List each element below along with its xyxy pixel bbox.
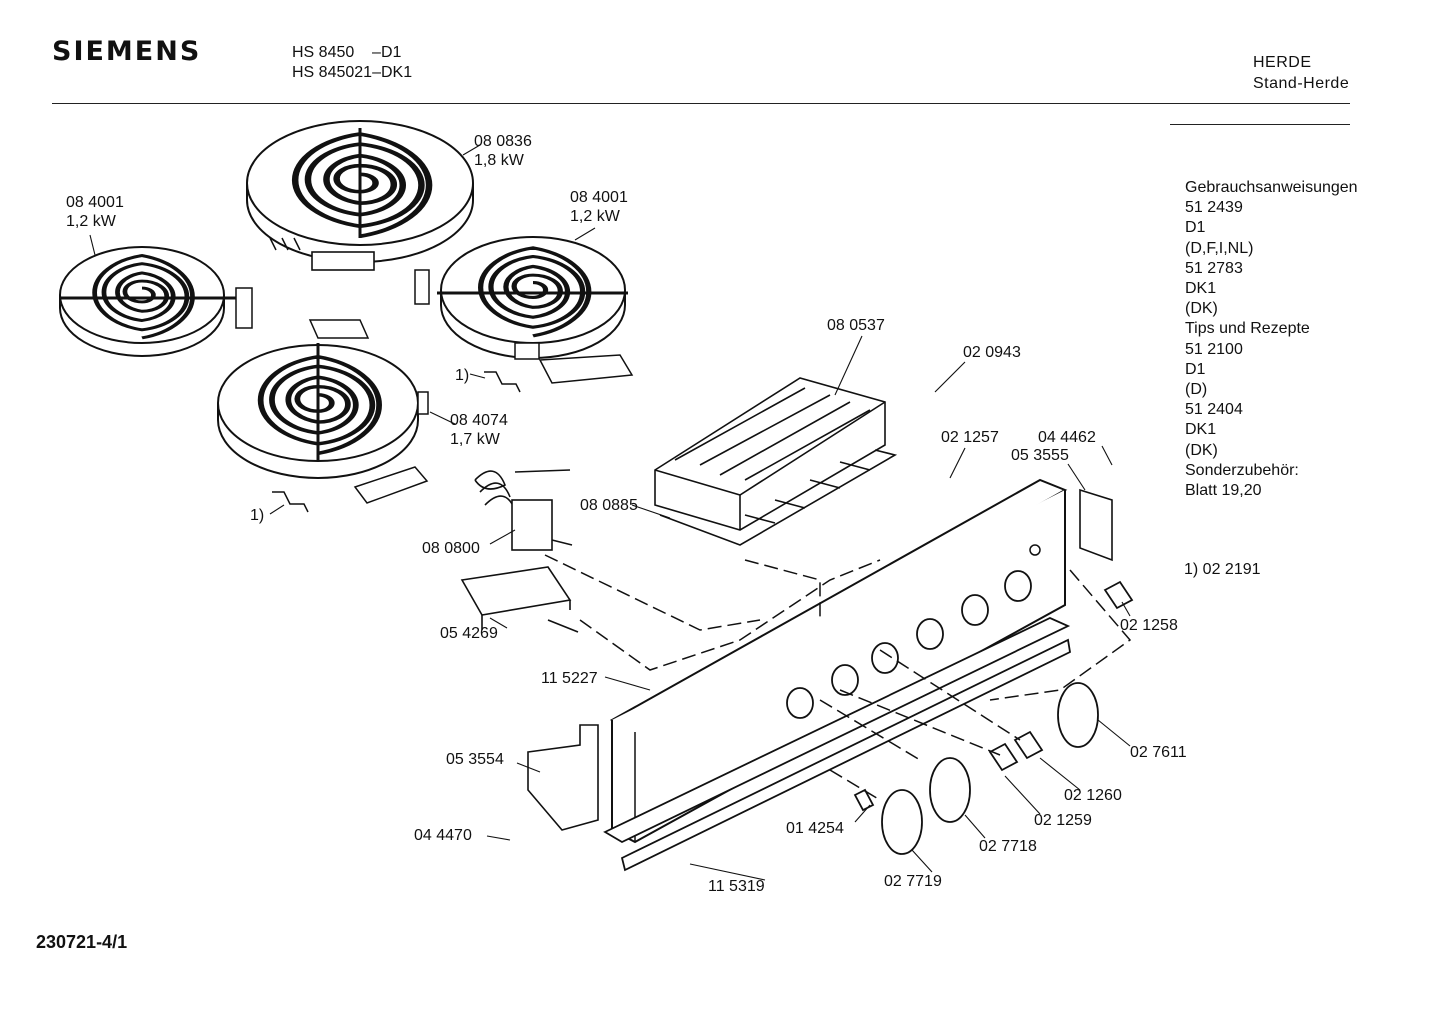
assembly-guides	[544, 554, 1132, 801]
knobs	[853, 580, 1134, 855]
sidebar-line: Blatt 19,20	[1185, 482, 1262, 500]
sidebar-line: (D,F,I,NL)	[1185, 239, 1254, 257]
side-brackets	[527, 488, 1113, 831]
part-label-02-1258: 02 1258	[1120, 617, 1178, 634]
document-number: 230721-4/1	[36, 932, 128, 952]
brackets	[272, 319, 634, 513]
sidebar-line: 51 2439	[1185, 199, 1243, 217]
model-line-1: HS 8450 –D1	[292, 44, 402, 61]
header-rule-short	[1170, 124, 1350, 125]
part-label-08-0885: 08 0885	[580, 497, 638, 514]
part-label-02-7718: 02 7718	[979, 838, 1037, 855]
sidebar-footnote: 1) 02 2191	[1184, 561, 1261, 578]
part-label-08-0537: 08 0537	[827, 317, 885, 334]
sidebar-line: D1	[1185, 219, 1206, 237]
part-label-02-7611: 02 7611	[1130, 744, 1187, 761]
control-panel	[609, 478, 1068, 844]
part-label-05-4269: 05 4269	[440, 625, 498, 642]
sidebar-line: (DK)	[1185, 300, 1218, 318]
sidebar-line: 51 2783	[1185, 259, 1243, 277]
terminal-block	[460, 566, 579, 633]
sidebar-line: 51 2100	[1185, 340, 1243, 358]
brand-logo: SIEMENS	[52, 36, 202, 67]
part-label-02-1259: 02 1259	[1034, 812, 1092, 829]
part-label-02-7719: 02 7719	[884, 873, 942, 890]
part-label-02-1260: 02 1260	[1064, 787, 1122, 804]
category-title: HERDE	[1253, 54, 1312, 71]
switch-block	[654, 377, 898, 546]
hotplate-large-rear	[246, 120, 474, 271]
sidebar-line: (DK)	[1185, 441, 1218, 459]
sidebar-line: D1	[1185, 360, 1206, 378]
part-label-04-4470: 04 4470	[414, 827, 472, 844]
sidebar-line: Gebrauchsanweisungen	[1185, 179, 1358, 196]
sidebar-line: DK1	[1185, 421, 1217, 439]
leader-lines	[89, 144, 1131, 881]
part-label-01-4254: 01 4254	[786, 820, 844, 837]
part-label-05-3555: 05 3555	[1011, 447, 1069, 464]
sidebar-line: Tips und Rezepte	[1185, 320, 1310, 338]
part-label-05-3554: 05 3554	[446, 751, 504, 768]
part-label-11-5227: 11 5227	[541, 670, 598, 687]
front-rail	[603, 617, 1071, 872]
model-line-2: HS 845021–DK1	[292, 64, 413, 81]
sidebar-line: Sonderzubehör:	[1185, 461, 1299, 479]
part-label-footnote-ref-1: 1)	[250, 507, 265, 524]
part-label-footnote-ref-2: 1)	[455, 367, 470, 384]
sidebar-line: 51 2404	[1185, 401, 1243, 419]
thermostat	[474, 469, 573, 551]
part-label-02-1257: 02 1257	[941, 429, 999, 446]
sidebar-line: (D)	[1185, 381, 1208, 399]
manuals-sidebar: Gebrauchsanweisungen 51 2439 D1 (D,F,I,N…	[1185, 178, 1358, 501]
hotplate-small-right	[414, 236, 628, 360]
sidebar-line: DK1	[1185, 280, 1217, 298]
hotplate-front-left	[217, 343, 429, 479]
subcategory-title: Stand-Herde	[1253, 75, 1350, 92]
header-rule	[52, 103, 1350, 104]
part-label-02-0943: 02 0943	[963, 344, 1021, 361]
hotplate-small-left	[59, 246, 253, 357]
part-label-04-4462: 04 4462	[1038, 429, 1096, 446]
part-label-08-0800: 08 0800	[422, 540, 480, 557]
part-label-11-5319: 11 5319	[708, 878, 765, 895]
